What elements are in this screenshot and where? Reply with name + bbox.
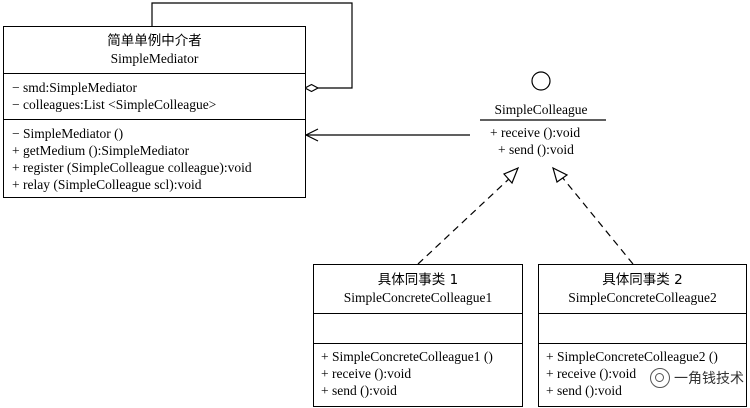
realization-line-1 — [417, 176, 512, 265]
mediator-class-box: 简单单例中介者 SimpleMediator − smd:SimpleMedia… — [3, 26, 306, 198]
mediator-self-aggregation-line — [151, 2, 353, 89]
interface-operation: + send ():void — [498, 142, 574, 157]
concrete-colleague-2-header: 具体同事类 2 SimpleConcreteColleague2 — [539, 265, 746, 313]
mediator-operation: + register (SimpleColleague colleague):v… — [12, 160, 252, 175]
mediator-attribute: − smd:SimpleMediator — [12, 80, 137, 95]
mediator-class-header: 简单单例中介者 SimpleMediator — [4, 27, 305, 73]
concrete-colleague-1-operation: + receive ():void — [321, 366, 412, 381]
mediator-attributes: − smd:SimpleMediator − colleagues:List <… — [4, 73, 305, 119]
concrete-colleague-1-operation: + send ():void — [321, 383, 397, 398]
concrete-colleague-2-title-en: SimpleConcreteColleague2 — [568, 290, 717, 305]
watermark: 一角钱技术 — [650, 368, 744, 388]
concrete-colleague-2-operation: + send ():void — [546, 383, 622, 398]
watermark-text: 一角钱技术 — [674, 371, 744, 387]
concrete-colleague-1-box: 具体同事类 1 SimpleConcreteColleague1 + Simpl… — [313, 264, 523, 407]
mediator-title-en: SimpleMediator — [110, 51, 199, 66]
concrete-colleague-2-operations: + SimpleConcreteColleague2 () + receive … — [539, 343, 746, 399]
concrete-colleague-2-attributes — [539, 313, 746, 343]
concrete-colleague-1-attributes — [314, 313, 522, 343]
mediator-operation: − SimpleMediator () — [12, 126, 124, 141]
mediator-title-cn: 简单单例中介者 — [107, 33, 202, 49]
concrete-colleague-1-title-en: SimpleConcreteColleague1 — [343, 290, 493, 305]
mediator-operations: − SimpleMediator () + getMedium ():Simpl… — [4, 119, 305, 193]
colleague-to-mediator-arrowhead — [304, 128, 319, 142]
interface-operation: + receive ():void — [490, 125, 581, 140]
concrete-colleague-2-operation: + SimpleConcreteColleague2 () — [546, 349, 718, 364]
mediator-operation: + relay (SimpleColleague scl):void — [12, 177, 202, 192]
concrete-colleague-1-header: 具体同事类 1 SimpleConcreteColleague1 — [314, 265, 522, 313]
interface-name: SimpleColleague — [494, 102, 588, 117]
interface-operations: + receive ():void + send ():void — [480, 124, 610, 158]
concrete-colleague-1-operation: + SimpleConcreteColleague1 () — [321, 349, 493, 364]
realization-arrowhead-1 — [502, 166, 520, 185]
concrete-colleague-1-operations: + SimpleConcreteColleague1 () + receive … — [314, 343, 522, 399]
concrete-colleague-2-title-cn: 具体同事类 2 — [602, 272, 683, 288]
realization-arrowhead-2 — [552, 166, 569, 183]
concrete-colleague-2-box: 具体同事类 2 SimpleConcreteColleague2 + Simpl… — [538, 264, 747, 407]
mediator-operation: + getMedium ():SimpleMediator — [12, 143, 190, 158]
concrete-colleague-1-title-cn: 具体同事类 1 — [377, 272, 459, 288]
aggregation-diamond — [303, 83, 320, 93]
interface-lollipop-icon — [531, 71, 551, 91]
concrete-colleague-2-operation: + receive ():void — [546, 366, 637, 381]
wechat-icon — [650, 368, 670, 388]
realization-line-2 — [561, 176, 634, 265]
mediator-attribute: − colleagues:List <SimpleColleague> — [12, 97, 217, 112]
